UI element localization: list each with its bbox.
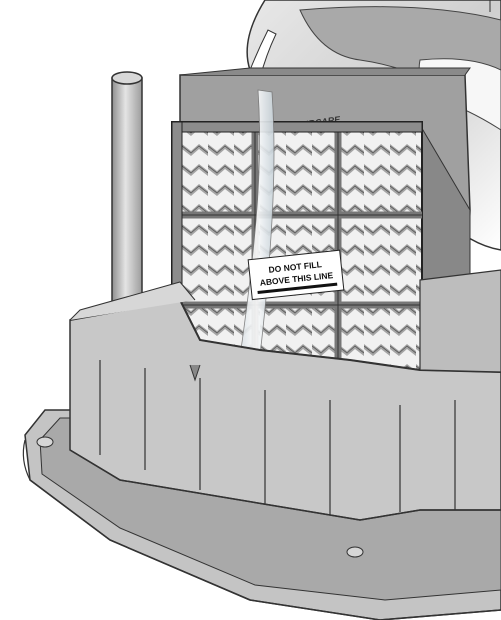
fill-warning-label: DO NOT FILL ABOVE THIS LINE (247, 249, 345, 301)
water-tank (69, 269, 501, 521)
